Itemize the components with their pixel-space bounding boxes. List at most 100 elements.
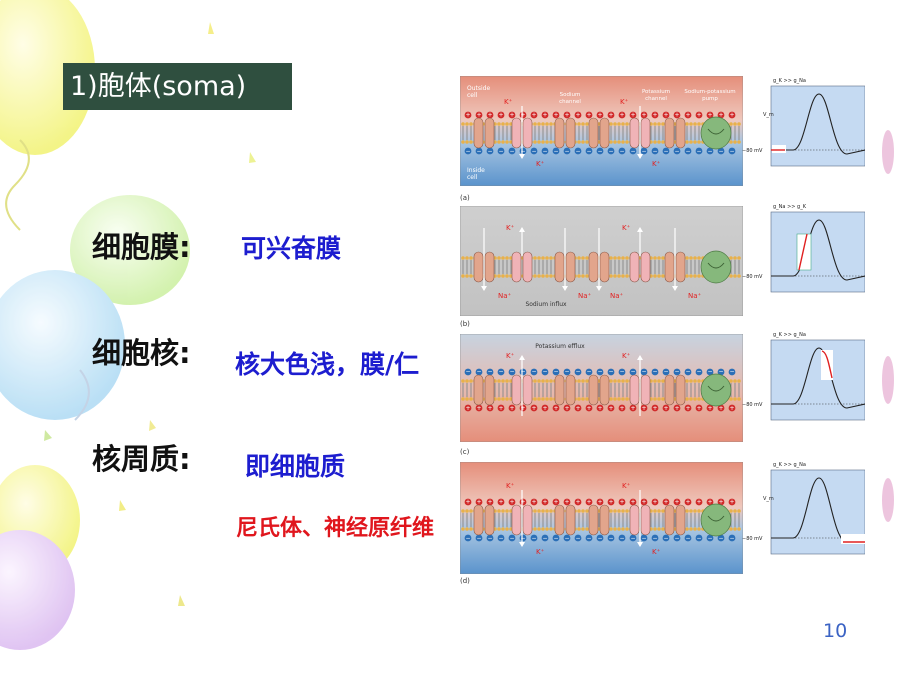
lipid-head [689, 122, 693, 126]
charge-mark [475, 147, 483, 155]
lipid-head [661, 509, 665, 513]
lipid-head [653, 122, 657, 126]
charge-mark [497, 111, 505, 119]
k-flow-arrow-head [637, 227, 643, 232]
charge-sign: − [542, 535, 547, 542]
charge-sign: + [696, 499, 701, 506]
charge-mark [695, 111, 703, 119]
lipid-head [661, 122, 665, 126]
lipid-head [461, 140, 465, 144]
lipid-head [497, 397, 501, 401]
channel-subunit [664, 251, 675, 283]
lipid-head [657, 379, 661, 383]
highlight-box [772, 145, 786, 153]
charge-sign: + [696, 405, 701, 412]
lipid-head [501, 379, 505, 383]
charge-sign: − [707, 148, 712, 155]
charge-mark [673, 534, 681, 542]
charge-sign: + [608, 499, 613, 506]
charge-sign: − [575, 535, 580, 542]
lipid-head [505, 509, 509, 513]
charge-sign: − [641, 535, 646, 542]
k-ion-label: K⁺ [506, 224, 515, 232]
lipid-head [621, 122, 625, 126]
lipid-head [461, 122, 465, 126]
channel-subunit [522, 251, 533, 283]
lipid-head [689, 140, 693, 144]
sodium-influx-caption: Sodium influx [525, 301, 567, 308]
lipid-head [581, 379, 585, 383]
charge-mark [640, 534, 648, 542]
channel-subunit [484, 504, 495, 536]
pump-detail [707, 515, 725, 522]
charge-sign: + [542, 112, 547, 119]
charge-sign: − [465, 369, 470, 376]
charge-sign: − [674, 369, 679, 376]
lipid-head [533, 379, 537, 383]
charge-mark [728, 147, 736, 155]
lipid-head [577, 397, 581, 401]
lipid-head [533, 509, 537, 513]
charge-mark [486, 498, 494, 506]
charge-sign: − [674, 148, 679, 155]
lipid-head [465, 140, 469, 144]
charge-mark [519, 147, 527, 155]
charge-sign: + [597, 112, 602, 119]
voltage-graph-a: −80 mVg_K >> g_NaV_m [742, 78, 865, 167]
charge-mark [574, 498, 582, 506]
charge-mark [662, 498, 670, 506]
lipid-head [737, 122, 741, 126]
lipid-head [549, 122, 553, 126]
charge-mark [519, 498, 527, 506]
lipid-head [621, 527, 625, 531]
lipid-head [685, 379, 689, 383]
charge-sign: + [663, 112, 668, 119]
k-ion-label: K⁺ [622, 352, 631, 360]
sodium-potassium-pump [700, 116, 732, 150]
channel-subunit [522, 117, 533, 149]
lipid-head [505, 122, 509, 126]
charge-sign: − [685, 148, 690, 155]
charge-sign: − [597, 369, 602, 376]
charge-sign: + [498, 499, 503, 506]
lipid-head [585, 397, 589, 401]
lipid-head [697, 274, 701, 278]
channel-subunit [664, 504, 675, 536]
charge-mark [464, 498, 472, 506]
panel-letter-b: (b) [460, 320, 470, 328]
lipid-head [469, 256, 473, 260]
lipid-head [461, 509, 465, 513]
charge-sign: − [663, 535, 668, 542]
lipid-head [585, 122, 589, 126]
charge-sign: + [564, 405, 569, 412]
charge-mark [530, 404, 538, 412]
charge-sign: + [531, 499, 536, 506]
charge-sign: − [619, 369, 624, 376]
charge-sign: − [608, 535, 613, 542]
lipid-head [653, 397, 657, 401]
charge-mark [640, 147, 648, 155]
channel-subunit [473, 374, 484, 406]
charge-mark [717, 368, 725, 376]
action-potential-curve [771, 477, 865, 543]
charge-mark [574, 368, 582, 376]
lipid-head [613, 256, 617, 260]
charge-mark [695, 498, 703, 506]
charge-mark [706, 534, 714, 542]
lipid-head [729, 256, 733, 260]
channel-subunit [599, 374, 610, 406]
charge-mark [618, 498, 626, 506]
channel-subunit [511, 504, 522, 536]
channel-subunit [599, 251, 610, 283]
lipid-head [545, 397, 549, 401]
lipid-head [581, 274, 585, 278]
lipid-head [545, 122, 549, 126]
charge-sign: − [553, 148, 558, 155]
conductance-label: g_K >> g_Na [773, 78, 806, 84]
lipid-head [501, 274, 505, 278]
lipid-head [697, 140, 701, 144]
lipid-head [533, 397, 537, 401]
membrane-panel-d: +−+−+−+−+−+−+−+−+−+−+−+−+−+−+−+−+−+−+−+−… [460, 462, 743, 574]
charge-mark [508, 147, 516, 155]
channel-subunit [599, 504, 610, 536]
